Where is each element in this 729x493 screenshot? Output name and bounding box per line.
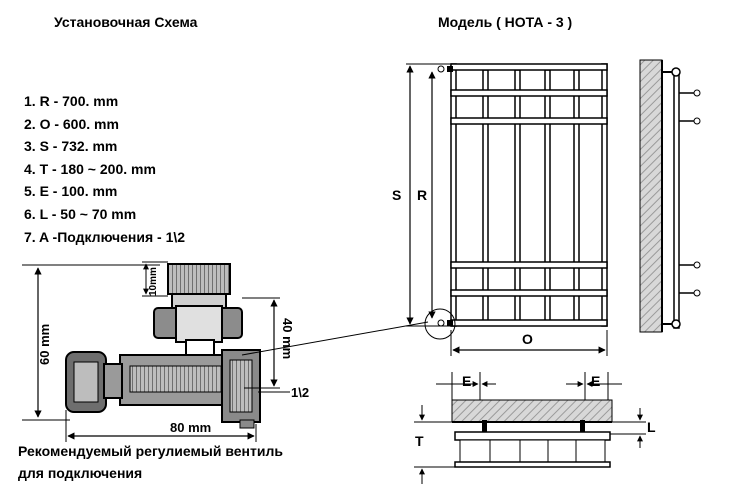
spec-list: 1. R - 700. mm 2. O - 600. mm 3. S - 732…	[24, 90, 185, 248]
r-label: R	[417, 187, 427, 203]
e-right-label: E	[591, 373, 600, 389]
spec-item-l: 6. L - 50 ~ 70 mm	[24, 205, 137, 222]
width-label: 80 mm	[170, 420, 211, 435]
radiator-front-view: S R O	[392, 63, 608, 356]
note-line-2: для подключения	[18, 465, 143, 481]
thread-label: 1\2	[291, 385, 309, 400]
spec-item-e: 5. E - 100. mm	[24, 183, 118, 200]
valve-drawing: 60 mm 10mm 40 mm 1\2 80 mm	[22, 261, 429, 442]
detail-circle	[424, 308, 456, 340]
t-label: T	[415, 433, 424, 449]
e-left-label: E	[462, 373, 471, 389]
radiator-right-rail	[601, 63, 608, 327]
spec-item-t: 4. T - 180 ~ 200. mm	[24, 160, 156, 177]
note-line-1: Рекомендуемый регулиемый вентиль	[18, 443, 283, 459]
s-label: S	[392, 187, 401, 203]
height-label: 60 mm	[37, 324, 52, 365]
radiator-left-rail	[450, 63, 457, 327]
radiator-top-view: E E L T	[414, 372, 656, 484]
radiator-side-view	[639, 59, 701, 333]
side-dimension-label: 40 mm	[280, 318, 295, 359]
top-view-wall	[451, 399, 613, 423]
installation-scheme-title: Установочная Схема	[54, 14, 198, 30]
spec-item-a: 7. A -Подключения - 1\2	[24, 228, 186, 245]
valve-top-nut	[167, 263, 231, 295]
side-wall	[639, 59, 663, 333]
spec-item-r: 1. R - 700. mm	[24, 93, 119, 109]
model-title: Модель ( НОТА - 3 )	[438, 14, 573, 30]
valve-recommendation-note: Рекомендуемый регулиемый вентиль для под…	[18, 440, 283, 484]
o-label: O	[522, 331, 533, 347]
spec-item-s: 3. S - 732. mm	[24, 138, 118, 155]
spec-item-o: 2. O - 600. mm	[24, 115, 119, 132]
top-dimension-label: 10mm	[148, 267, 159, 296]
l-label: L	[647, 419, 656, 435]
